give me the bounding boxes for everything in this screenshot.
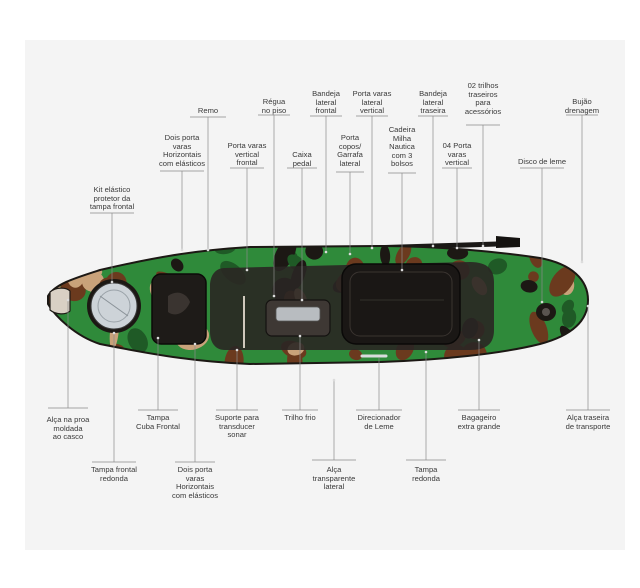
- leader-dot: [431, 244, 435, 248]
- rear-cargo: [536, 303, 556, 321]
- label-cadeira: Cadeira Milha Nautica com 3 bolsos: [388, 125, 416, 169]
- leader-dot: [477, 338, 481, 342]
- leader-dot: [298, 334, 302, 338]
- camo-blotch: [528, 271, 539, 283]
- label-porta-copos: Porta copos/ Garrafa lateral: [337, 133, 363, 168]
- leader-dot: [235, 348, 239, 352]
- leader-dot: [66, 298, 70, 302]
- leader-dot: [580, 260, 584, 264]
- leader-dot: [377, 354, 381, 358]
- camo-blotch: [48, 324, 61, 347]
- leader-dot: [156, 336, 160, 340]
- paddle-blade: [496, 236, 520, 248]
- label-bujao: Bujão drenagem: [564, 97, 600, 115]
- camo-blotch: [77, 246, 102, 260]
- camo-blotch: [82, 246, 98, 260]
- camo-blotch: [487, 258, 508, 275]
- leader-dot: [348, 252, 352, 256]
- label-dois-porta-varas-top: Dois porta varas Horizontais com elástic…: [158, 133, 206, 168]
- label-alca-transparente: Alça transparente lateral: [312, 465, 356, 492]
- leader-dot: [272, 294, 276, 298]
- leader-dot: [332, 378, 336, 382]
- camo-blotch: [76, 347, 101, 364]
- label-kit-elastico: Kit elástico protetor da tampa frontal: [89, 185, 135, 212]
- camo-blotch: [48, 328, 65, 350]
- leader-dot: [245, 268, 249, 272]
- label-bandeja-frontal: Bandeja lateral frontal: [312, 89, 340, 116]
- leader-dot: [455, 246, 459, 250]
- label-alca-traseira: Alça traseira de transporte: [565, 413, 611, 431]
- leader-dot: [586, 304, 590, 308]
- seat: [341, 263, 461, 345]
- label-disco-leme: Disco de leme: [517, 157, 567, 166]
- leader-dot: [300, 298, 304, 302]
- label-regua: Régua no piso: [261, 97, 287, 115]
- label-porta-varas-lateral: Porta varas lateral vertical: [352, 89, 392, 116]
- label-alca-proa: Alça na proa moldada ao casco: [46, 415, 90, 442]
- camo-blotch: [105, 246, 131, 262]
- bow-handle: [49, 287, 71, 315]
- camo-blotch: [273, 246, 297, 272]
- camo-blotch: [520, 280, 538, 293]
- label-tampa-redonda: Tampa redonda: [412, 465, 440, 483]
- camo-blotch: [349, 349, 363, 361]
- label-dois-porta-varas-bottom: Dois porta varas Horizontais com elástic…: [171, 465, 219, 500]
- leader-dot: [540, 300, 544, 304]
- leader-dot: [400, 268, 404, 272]
- leader-dot: [112, 331, 116, 335]
- camo-blotch: [380, 246, 391, 266]
- label-remo: Remo: [197, 106, 219, 115]
- camo-blotch: [529, 311, 549, 345]
- leader-dot: [110, 280, 114, 284]
- leader-dot: [481, 244, 485, 248]
- label-tampa-frontal: Tampa frontal redonda: [90, 465, 138, 483]
- label-tampa-cuba: Tampa Cuba Frontal: [136, 413, 180, 431]
- leader-dot: [180, 248, 184, 252]
- leader-dot: [206, 248, 210, 252]
- label-quatro-porta-varas: 04 Porta varas vertical: [442, 141, 472, 168]
- label-direcionador: Direcionador de Leme: [357, 413, 401, 431]
- camo-blotch: [127, 328, 148, 353]
- camo-blotch: [48, 253, 65, 280]
- label-trilhos-traseiros: 02 trilhos traseiros para acessórios: [464, 81, 502, 116]
- leader-dot: [424, 350, 428, 354]
- camo-blotch: [562, 308, 577, 328]
- label-trilho-frio: Trilho frio: [284, 413, 316, 422]
- leader-dot: [193, 342, 197, 346]
- camo-blotch: [395, 246, 412, 266]
- label-caixa-pedal: Caixa pedal: [292, 150, 312, 168]
- leader-dot: [370, 246, 374, 250]
- label-bagageiro: Bagageiro extra grande: [457, 413, 501, 431]
- label-suporte-transducer: Suporte para transducer sonar: [215, 413, 259, 440]
- label-porta-varas-frontal: Porta varas vertical frontal: [227, 141, 267, 168]
- camo-blotch: [170, 258, 184, 272]
- camo-blotch: [566, 344, 579, 360]
- camo-blotch: [553, 246, 572, 253]
- camo-blotch: [549, 266, 576, 297]
- camo-blotch: [48, 352, 58, 364]
- label-bandeja-traseira: Bandeja lateral traseira: [419, 89, 447, 116]
- leader-dot: [324, 250, 328, 254]
